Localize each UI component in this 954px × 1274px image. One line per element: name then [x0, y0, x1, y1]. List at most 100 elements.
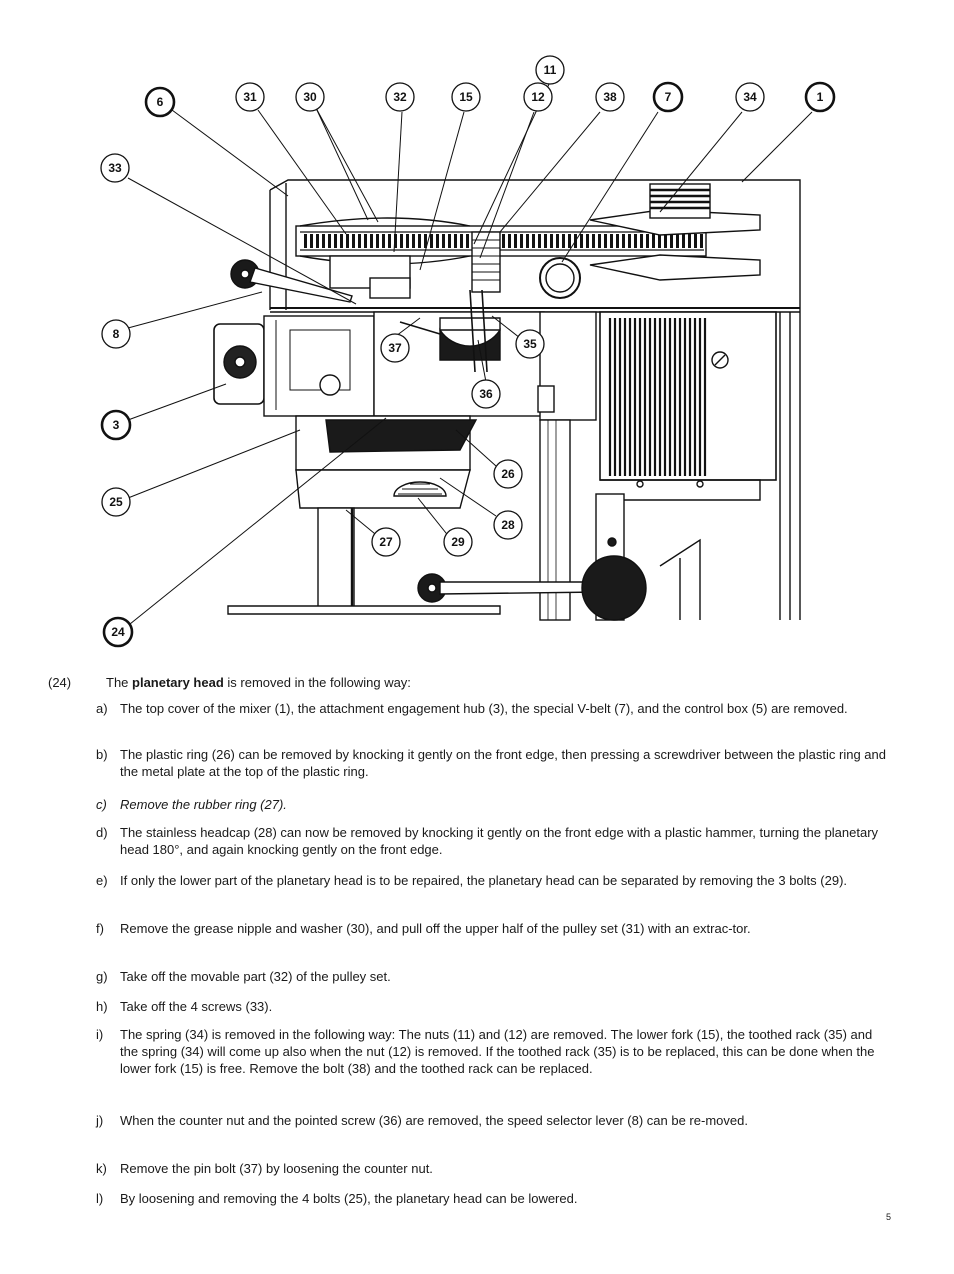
svg-text:35: 35	[523, 337, 537, 351]
belt-tooth	[664, 234, 667, 248]
callout-6: 6	[144, 86, 176, 118]
belt-tooth	[688, 234, 691, 248]
belt-tooth	[364, 234, 367, 248]
belt-tooth	[538, 234, 541, 248]
belt-tooth	[352, 234, 355, 248]
belt-tooth	[514, 234, 517, 248]
svg-text:37: 37	[388, 341, 402, 355]
callout-30: 30	[295, 82, 325, 112]
belt-tooth	[412, 234, 415, 248]
belt-tooth	[616, 234, 619, 248]
svg-text:24: 24	[111, 625, 125, 639]
belt-tooth	[406, 234, 409, 248]
svg-text:29: 29	[451, 535, 465, 549]
page-number: 5	[886, 1212, 892, 1222]
belt-tooth	[526, 234, 529, 248]
belt-tooth	[562, 234, 565, 248]
callout-1: 1	[804, 81, 836, 113]
belt-tooth	[388, 234, 391, 248]
svg-text:30: 30	[303, 90, 317, 104]
mixer-cross-section-diagram: 11 6 31 30 32 15 12 38 7 34 1 33 8 37 35…	[100, 55, 836, 648]
belt-tooth	[520, 234, 523, 248]
belt-tooth	[310, 234, 313, 248]
belt-tooth	[622, 234, 625, 248]
svg-text:27: 27	[379, 535, 393, 549]
callout-15: 15	[451, 82, 481, 112]
belt-tooth	[322, 234, 325, 248]
callout-36: 36	[471, 379, 501, 409]
belt-tooth	[682, 234, 685, 248]
belt-tooth	[448, 234, 451, 248]
belt-tooth	[334, 234, 337, 248]
svg-text:6: 6	[157, 95, 164, 109]
belt-tooth	[358, 234, 361, 248]
motor-cooling-fins	[608, 318, 707, 476]
belt-tooth	[418, 234, 421, 248]
belt-tooth	[460, 234, 463, 248]
callout-8: 8	[101, 319, 131, 349]
callout-29: 29	[443, 527, 473, 557]
belt-tooth	[658, 234, 661, 248]
belt-tooth	[676, 234, 679, 248]
belt-tooth	[400, 234, 403, 248]
belt-tooth	[544, 234, 547, 248]
belt-tooth	[598, 234, 601, 248]
svg-text:8: 8	[113, 327, 120, 341]
belt-tooth	[304, 234, 307, 248]
belt-tooth	[592, 234, 595, 248]
belt-tooth	[694, 234, 697, 248]
belt-tooth	[340, 234, 343, 248]
section-subject: planetary head	[132, 675, 224, 690]
callout-32: 32	[385, 82, 415, 112]
callout-37: 37	[380, 333, 410, 363]
section-intro: The planetary head is removed in the fol…	[106, 675, 411, 690]
belt-tooth	[628, 234, 631, 248]
svg-text:11: 11	[544, 63, 557, 77]
belt-tooth	[634, 234, 637, 248]
belt-tooth	[328, 234, 331, 248]
belt-tooth	[454, 234, 457, 248]
belt-tooth	[640, 234, 643, 248]
callout-26: 26	[493, 459, 523, 489]
belt-tooth	[700, 234, 703, 248]
svg-text:31: 31	[243, 90, 257, 104]
belt-tooth	[652, 234, 655, 248]
svg-text:1: 1	[817, 90, 824, 104]
callout-7: 7	[652, 81, 684, 113]
svg-text:12: 12	[531, 90, 545, 104]
belt-tooth	[436, 234, 439, 248]
belt-tooth	[502, 234, 505, 248]
v-belt-teeth	[304, 234, 703, 248]
belt-tooth	[670, 234, 673, 248]
belt-tooth	[376, 234, 379, 248]
belt-tooth	[430, 234, 433, 248]
callout-24: 24	[102, 616, 134, 648]
belt-tooth	[508, 234, 511, 248]
belt-tooth	[424, 234, 427, 248]
belt-tooth	[316, 234, 319, 248]
belt-tooth	[442, 234, 445, 248]
svg-text:34: 34	[743, 90, 757, 104]
svg-text:33: 33	[108, 161, 122, 175]
belt-tooth	[580, 234, 583, 248]
callout-31: 31	[235, 82, 265, 112]
svg-text:25: 25	[109, 495, 123, 509]
callout-28: 28	[493, 510, 523, 540]
callout-25: 25	[101, 487, 131, 517]
svg-text:36: 36	[479, 387, 493, 401]
belt-tooth	[370, 234, 373, 248]
svg-text:38: 38	[603, 90, 617, 104]
belt-tooth	[346, 234, 349, 248]
callout-35: 35	[515, 329, 545, 359]
section-number: (24)	[48, 675, 72, 690]
svg-text:32: 32	[393, 90, 407, 104]
belt-tooth	[556, 234, 559, 248]
belt-tooth	[604, 234, 607, 248]
belt-tooth	[466, 234, 469, 248]
belt-tooth	[586, 234, 589, 248]
callout-11: 11	[535, 55, 565, 85]
callout-27: 27	[371, 527, 401, 557]
belt-tooth	[382, 234, 385, 248]
belt-tooth	[568, 234, 571, 248]
svg-text:28: 28	[501, 518, 515, 532]
